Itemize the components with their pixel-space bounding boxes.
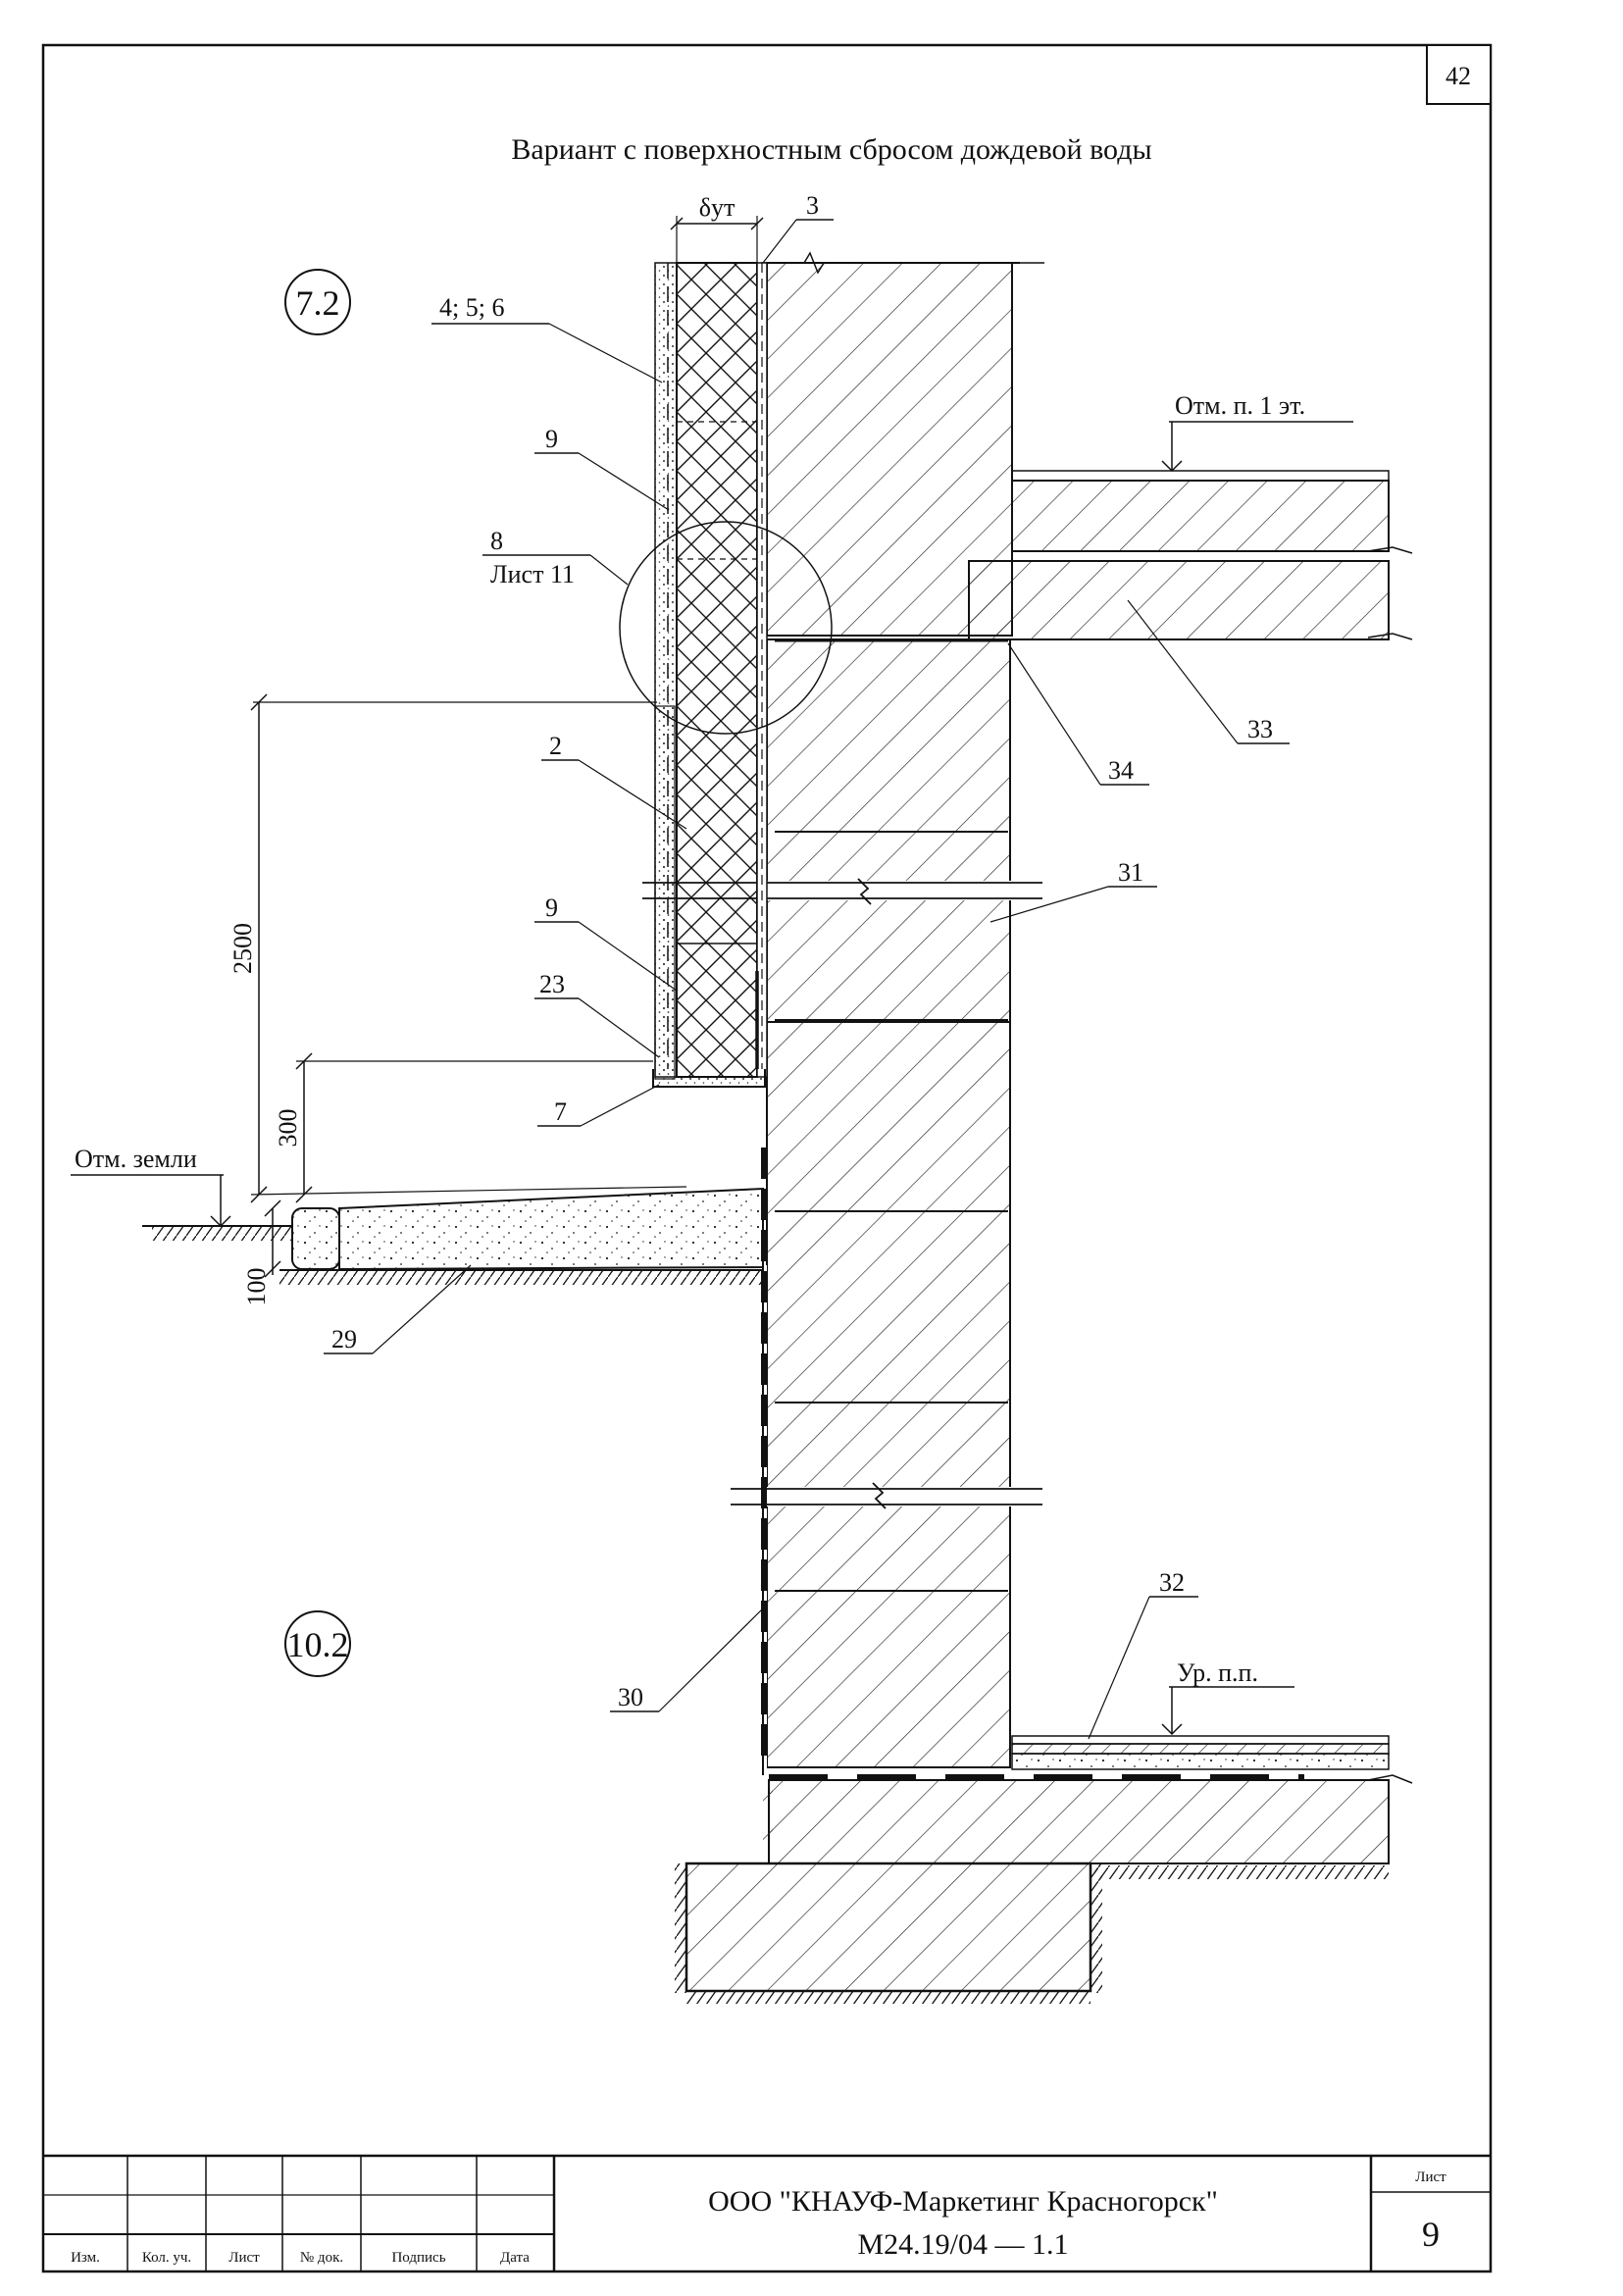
- floor-1-screed: [1011, 470, 1390, 482]
- title-block-col-sign: Подпись: [391, 2250, 445, 2266]
- callout-31: 31: [989, 858, 1157, 923]
- callout-3-label: 3: [806, 191, 819, 220]
- title-block-col-kol: Кол. уч.: [142, 2250, 191, 2266]
- callout-33-label: 33: [1247, 715, 1273, 743]
- blind-area-29: [279, 1187, 764, 1285]
- dimension-300: 300: [250, 1052, 687, 1203]
- dimension-2500: 2500: [228, 693, 657, 1195]
- callout-32: 32: [1088, 1568, 1198, 1740]
- level-mark-ground: Отм. земли: [71, 1145, 231, 1228]
- callout-9-upper-label: 9: [545, 425, 558, 453]
- level-mark-ground-label: Отм. земли: [75, 1145, 197, 1173]
- dimension-2500-label: 2500: [228, 923, 257, 974]
- sheet-label: Лист: [1415, 2169, 1446, 2185]
- callout-7-label: 7: [554, 1097, 567, 1126]
- thickened-render: [654, 705, 676, 1080]
- callout-32-label: 32: [1159, 1568, 1185, 1597]
- level-mark-basement-label: Ур. п.п.: [1177, 1658, 1258, 1687]
- basement-floor-32: [768, 1735, 1413, 1879]
- sheet-frame: [41, 43, 1493, 2273]
- callout-8-label: 8: [490, 527, 503, 555]
- callout-23-label: 23: [539, 970, 565, 998]
- level-mark-floor-1-label: Отм. п. 1 эт.: [1175, 391, 1305, 420]
- wall-break-lower: [731, 1487, 1042, 1506]
- detail-circle-8: [619, 521, 833, 735]
- foundation-wall-bottom: [763, 1780, 773, 1863]
- insulation-thickness-label: δут: [699, 193, 735, 222]
- level-mark-floor-1: Отм. п. 1 эт.: [1161, 391, 1353, 473]
- node-mark-upper: 7.2: [284, 269, 351, 335]
- level-mark-basement: Ур. п.п.: [1161, 1658, 1294, 1736]
- page-number-box: [1426, 44, 1492, 105]
- callout-29-label: 29: [331, 1325, 357, 1353]
- callout-9-upper: 9: [534, 425, 670, 511]
- callout-34: 34: [1007, 642, 1149, 786]
- callout-30-label: 30: [618, 1683, 643, 1711]
- page-number: 42: [1445, 62, 1471, 90]
- callout-31-label: 31: [1118, 858, 1143, 887]
- insulation-2: [676, 262, 758, 1078]
- insulation-thickness-dimension: δут: [670, 193, 764, 263]
- callout-23: 23: [534, 970, 660, 1058]
- dimension-100-label: 100: [242, 1268, 271, 1306]
- title-block-col-doc: № док.: [300, 2250, 343, 2266]
- callout-33: 33: [1127, 599, 1290, 744]
- node-mark-upper-label: 7.2: [296, 283, 340, 323]
- title-block-col-list: Лист: [228, 2250, 260, 2266]
- document-code: М24.19/04 — 1.1: [857, 2228, 1068, 2261]
- callout-9-lower-label: 9: [545, 893, 558, 922]
- title-block-col-date: Дата: [500, 2250, 530, 2266]
- callout-29: 29: [324, 1264, 472, 1354]
- callout-2: 2: [541, 732, 687, 830]
- callout-4-5-6-label: 4; 5; 6: [439, 293, 504, 322]
- block-wall-lower: [766, 1021, 1011, 1768]
- callout-8: 8 Лист 11: [482, 527, 629, 588]
- callout-30: 30: [610, 1607, 764, 1712]
- title-block: Изм. Кол. уч. Лист № док. Подпись Дата О…: [43, 2154, 1491, 2271]
- dimension-100: 100: [242, 1199, 281, 1306]
- organization-name: ООО "КНАУФ-Маркетинг Красногорск": [708, 2185, 1218, 2218]
- callout-7: 7: [537, 1084, 660, 1127]
- node-mark-lower: 10.2: [284, 1610, 351, 1677]
- ground-surface: [142, 1225, 292, 1241]
- callout-4-5-6: 4; 5; 6: [431, 293, 663, 383]
- node-mark-lower-label: 10.2: [287, 1625, 349, 1664]
- callout-34-label: 34: [1108, 756, 1134, 785]
- callout-8-ref: Лист 11: [490, 560, 575, 588]
- floor-1-slab-upper: [1011, 480, 1390, 552]
- callout-2-label: 2: [549, 732, 562, 760]
- sheet-number: 9: [1422, 2215, 1440, 2254]
- callout-3: 3: [762, 191, 834, 264]
- callout-9-lower: 9: [534, 893, 678, 992]
- drawing-title: Вариант с поверхностным сбросом дождевой…: [511, 133, 1151, 166]
- foundation-footing: [685, 1862, 1092, 1993]
- title-block-col-izm: Изм.: [71, 2250, 100, 2266]
- floor-slab-33: [968, 560, 1390, 640]
- dimension-300-label: 300: [274, 1109, 302, 1148]
